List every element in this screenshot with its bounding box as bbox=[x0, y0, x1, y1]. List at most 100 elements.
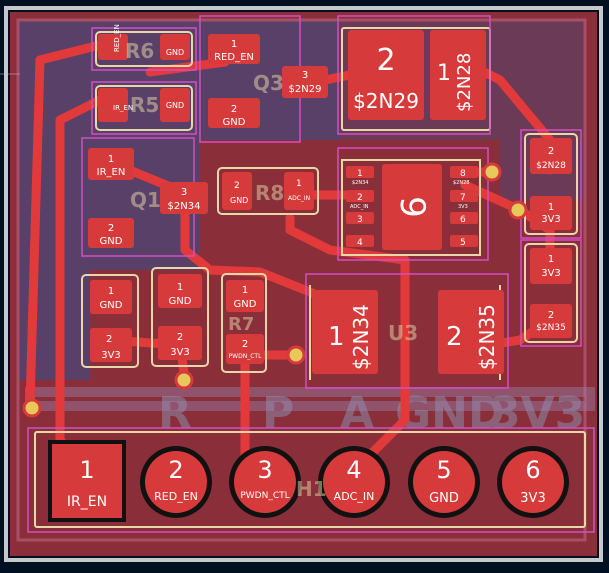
resistor-r5[interactable]: R5 IR_EN GND bbox=[98, 88, 190, 122]
h1-pin-5-pad[interactable] bbox=[413, 451, 475, 513]
ic-u1[interactable]: 9 1 2 3 4 $2N34 ADC_IN 8 7 6 5 $2N28 3V3 bbox=[346, 164, 478, 250]
q1-ref: Q1 bbox=[130, 188, 161, 212]
h1-pin-6-net: 3V3 bbox=[520, 491, 545, 506]
u1-pin-net: $2N34 bbox=[352, 180, 368, 186]
u1-pin[interactable] bbox=[450, 235, 478, 247]
rtr-pad-1[interactable] bbox=[530, 196, 572, 230]
back-silk-gnd: GND bbox=[395, 388, 504, 439]
r8-pad-1-num: 1 bbox=[296, 179, 302, 189]
resistor-r7[interactable]: 1 GND 2 PWDN_CTL R7 bbox=[226, 280, 264, 364]
rbr-pad-2-net: $2N35 bbox=[536, 323, 566, 333]
h1-pin-5-net: GND bbox=[429, 491, 459, 506]
u1-pin-num: 7 bbox=[460, 193, 466, 203]
header-h1[interactable]: 1 IR_EN 2 RED_EN 3 PWDN_CTL 4 ADC_IN 5 G… bbox=[48, 440, 569, 522]
r5-pad-1[interactable] bbox=[98, 88, 128, 122]
r5-pad-2[interactable] bbox=[160, 88, 190, 122]
capacitor-c1[interactable]: 1 GND 2 3V3 bbox=[90, 280, 132, 362]
u1-exposed-pad[interactable] bbox=[382, 164, 442, 250]
u1-pin[interactable] bbox=[346, 166, 374, 178]
h1-pin-3-pad[interactable] bbox=[234, 451, 296, 513]
via[interactable] bbox=[286, 345, 306, 365]
rbr-pad-2[interactable] bbox=[530, 304, 572, 338]
u1-pin[interactable] bbox=[346, 212, 374, 224]
rbr-pad-1-num: 1 bbox=[548, 254, 554, 265]
resistor-r6[interactable]: R6 RED_EN GND bbox=[98, 24, 190, 63]
h1-pin-2-pad[interactable] bbox=[145, 451, 207, 513]
u1-pin[interactable] bbox=[450, 190, 478, 202]
component-top-dual[interactable]: 2 $2N29 1 $2N28 bbox=[348, 30, 486, 120]
r8-pad-2-net: GND bbox=[230, 196, 248, 205]
r7-pad-2-net: PWDN_CTL bbox=[229, 353, 263, 360]
transistor-q3[interactable]: 1 RED_EN 2 GND 3 $2N29 Q3 bbox=[208, 34, 328, 128]
c1-pad-1-num: 1 bbox=[108, 286, 114, 297]
c2-pad-1[interactable] bbox=[158, 274, 202, 308]
h1-pin-1-num: 1 bbox=[79, 456, 94, 484]
r8-pad-2-num: 2 bbox=[234, 181, 240, 191]
h1-pin-2-net: RED_EN bbox=[154, 490, 198, 503]
r5-ref: R5 bbox=[130, 93, 159, 117]
r5-net-2: GND bbox=[166, 101, 184, 110]
top-dual-pad-2[interactable] bbox=[348, 30, 424, 120]
component-u3[interactable]: 1 $2N34 2 $2N35 U3 bbox=[312, 290, 504, 374]
resistor-r8[interactable]: R8 2 GND 1 ADC_IN bbox=[222, 172, 314, 210]
resistor-right-bottom[interactable]: 1 3V3 2 $2N35 bbox=[530, 248, 572, 338]
u1-pin[interactable] bbox=[450, 166, 478, 178]
u1-pin[interactable] bbox=[346, 235, 374, 247]
u3-pad-2[interactable] bbox=[438, 290, 504, 374]
h1-pin-6-num: 6 bbox=[525, 456, 540, 484]
q3-pad-3-net: $2N29 bbox=[289, 84, 322, 95]
c1-pad-2[interactable] bbox=[90, 328, 132, 362]
r6-ref: R6 bbox=[125, 39, 154, 63]
u1-ep-num: 9 bbox=[392, 196, 432, 218]
trace-red-en-left bbox=[25, 40, 105, 410]
via[interactable] bbox=[174, 370, 194, 390]
courtyards bbox=[27, 15, 595, 533]
rtr-pad-2-net: $2N28 bbox=[536, 161, 566, 171]
back-silk-a: A bbox=[340, 388, 374, 439]
c2-pad-2-net: 3V3 bbox=[170, 347, 190, 358]
u3-ref: U3 bbox=[388, 321, 418, 345]
h1-pin-1-pad[interactable] bbox=[52, 444, 122, 518]
via[interactable] bbox=[22, 398, 42, 418]
q3-pad-3[interactable] bbox=[282, 66, 328, 98]
q1-pad-2[interactable] bbox=[88, 218, 134, 248]
r7-pad-2[interactable] bbox=[226, 334, 264, 364]
u3-pad-1[interactable] bbox=[312, 290, 378, 374]
c2-pad-1-net: GND bbox=[169, 296, 192, 307]
q3-pad-1[interactable] bbox=[208, 34, 260, 64]
r6-pad-2[interactable] bbox=[160, 34, 190, 60]
resistor-right-top[interactable]: 2 $2N28 1 3V3 bbox=[530, 138, 572, 230]
capacitor-c2[interactable]: 1 GND 2 3V3 bbox=[158, 274, 202, 360]
q3-ref: Q3 bbox=[253, 71, 284, 95]
r8-pad-2[interactable] bbox=[222, 172, 252, 210]
via[interactable] bbox=[508, 200, 528, 220]
u3-pad-1-net: $2N34 bbox=[349, 304, 373, 370]
q1-pad-3[interactable] bbox=[160, 182, 208, 214]
transistor-q1[interactable]: 1 IR_EN 2 GND 3 $2N34 Q1 bbox=[88, 148, 208, 248]
back-silk-r: R bbox=[158, 388, 192, 439]
rtr-pad-2[interactable] bbox=[530, 138, 572, 174]
q1-pad-1-net: IR_EN bbox=[97, 167, 126, 178]
c1-pad-1[interactable] bbox=[90, 280, 132, 314]
via[interactable] bbox=[482, 162, 502, 182]
rbr-pad-1[interactable] bbox=[530, 248, 572, 284]
q1-pad-1[interactable] bbox=[88, 148, 134, 180]
q1-pad-2-net: GND bbox=[100, 236, 123, 247]
back-silkscreen: R P A GND 3V3 bbox=[158, 388, 585, 439]
u1-left-pins: 1 2 3 4 $2N34 ADC_IN bbox=[346, 166, 374, 248]
h1-pin-6-pad[interactable] bbox=[502, 451, 564, 513]
c2-pad-2[interactable] bbox=[158, 326, 202, 360]
r7-pad-1[interactable] bbox=[226, 280, 264, 312]
top-dual-pad-1[interactable] bbox=[430, 30, 486, 120]
h1-pin-3-num: 3 bbox=[257, 456, 272, 484]
r8-pad-1[interactable] bbox=[284, 172, 314, 210]
q3-pad-2[interactable] bbox=[208, 98, 260, 128]
q3-pad-1-net: RED_EN bbox=[214, 52, 254, 63]
r6-pad-1[interactable] bbox=[98, 34, 128, 60]
top-dual-pad-1-net: $2N28 bbox=[454, 53, 475, 112]
u1-pin[interactable] bbox=[346, 190, 374, 202]
h1-pin-4-pad[interactable] bbox=[323, 451, 385, 513]
u1-pin[interactable] bbox=[450, 212, 478, 224]
h1-pin-5-num: 5 bbox=[436, 456, 451, 484]
r8-ref: R8 bbox=[255, 181, 284, 205]
